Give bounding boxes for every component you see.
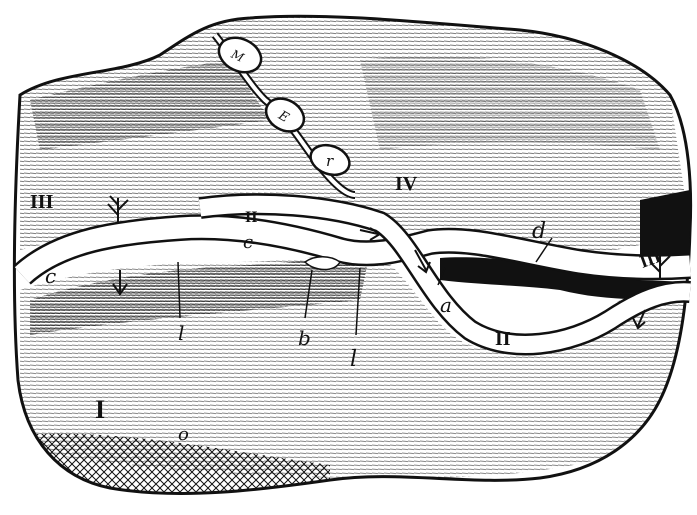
label-region-II-upper: II	[245, 209, 257, 226]
label-region-II: II	[495, 328, 511, 350]
label-mark-l1: l	[178, 321, 184, 345]
label-seam-a: a	[440, 293, 452, 317]
label-mark-o: o	[178, 424, 189, 445]
label-region-IV: IV	[395, 173, 418, 195]
label-seam-c-mid: c	[243, 232, 253, 253]
label-seam-d: d	[532, 219, 546, 244]
label-region-I: I	[95, 395, 105, 424]
label-seam-c-left: c	[45, 264, 56, 288]
label-mark-l2: l	[350, 347, 357, 372]
label-region-III-left: III	[30, 191, 54, 213]
label-crack-r: r	[326, 152, 334, 170]
label-seam-b: b	[298, 326, 311, 350]
